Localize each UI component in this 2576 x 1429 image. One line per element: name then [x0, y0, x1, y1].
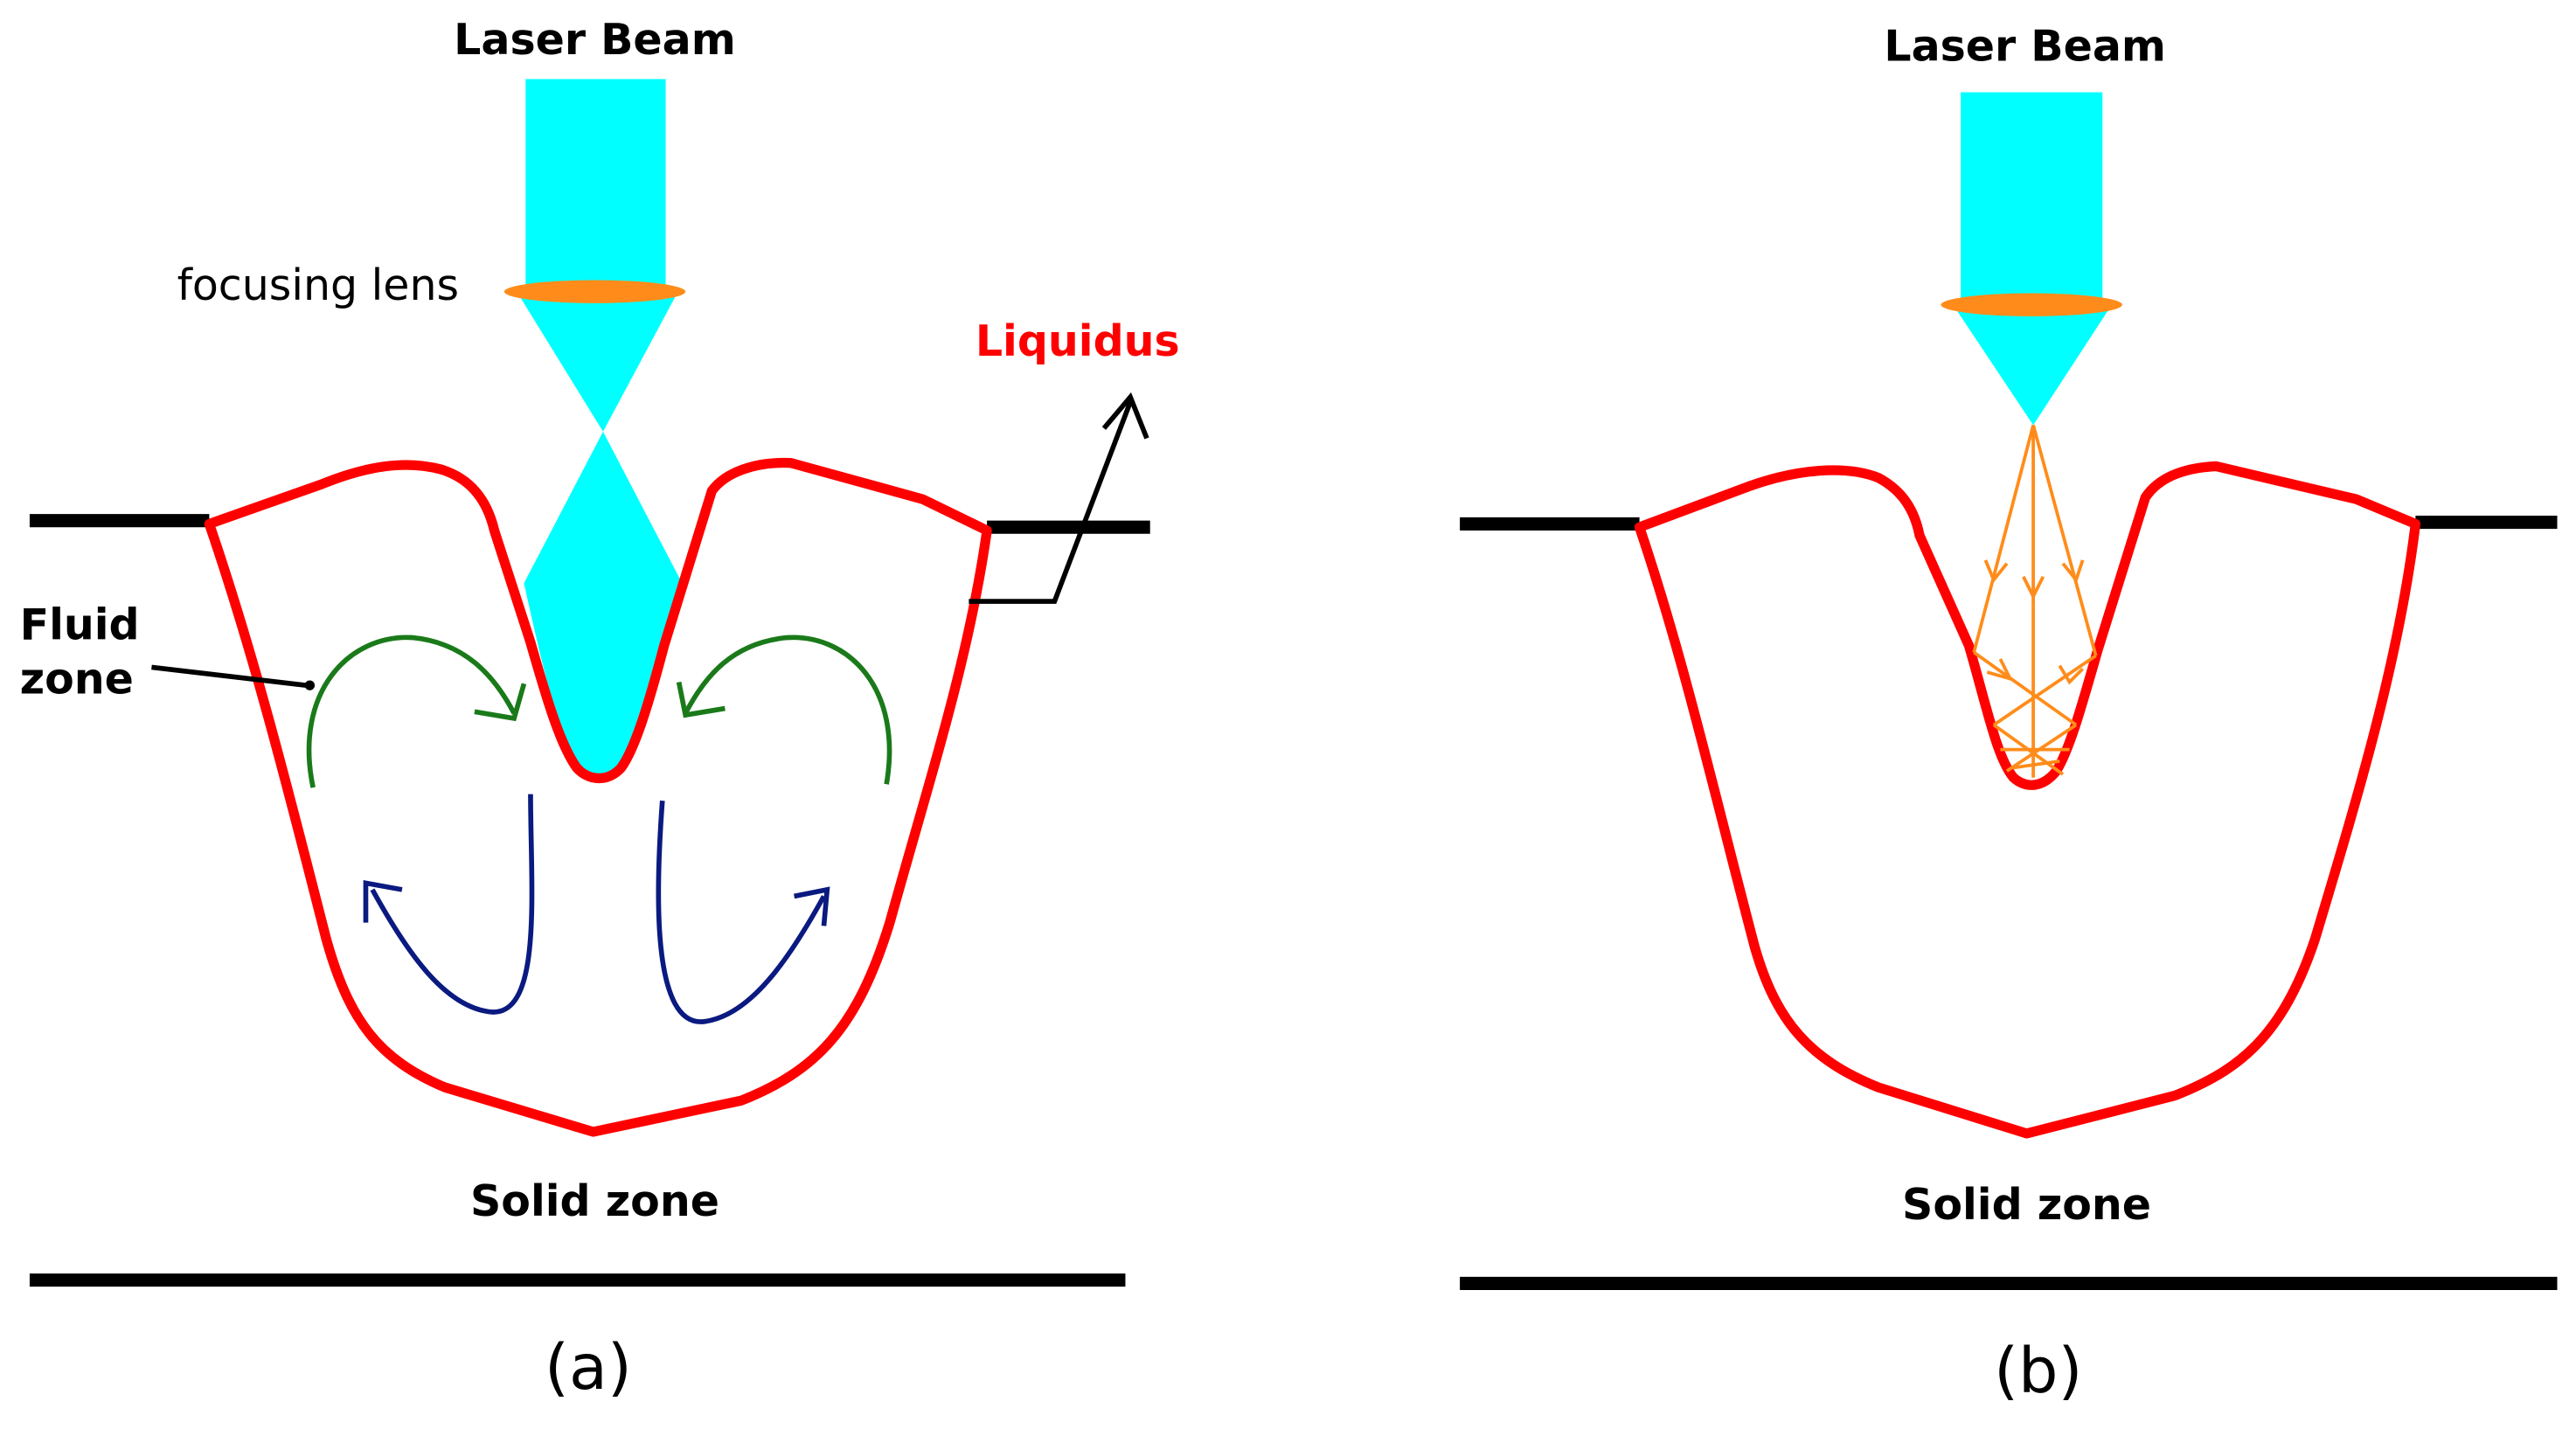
- fluid-zone-pointer-a: [151, 664, 307, 688]
- liquidus-boundary-a: [204, 457, 992, 1137]
- fluid-zone-label-line2-a: zone: [20, 655, 134, 704]
- surface-flow-arrow-right-a: [683, 635, 892, 785]
- bulk-flow-arrow-right-a: [656, 800, 826, 1024]
- liquidus-label-a: Liquidus: [976, 316, 1180, 366]
- bulk-flow-arrowhead-left-a: [363, 879, 403, 923]
- laser-beam-label-b: Laser Beam: [1884, 22, 2166, 72]
- solid-zone-label-a: Solid zone: [470, 1176, 719, 1226]
- laser-beam-cone-a: [516, 289, 679, 432]
- focusing-lens-b: [1941, 293, 2122, 316]
- focusing-lens-label-a: focusing lens: [177, 260, 459, 310]
- surface-flow-arrowhead-right-a: [676, 681, 726, 718]
- liquidus-pointer-head-a: [1101, 392, 1149, 440]
- fluid-zone-label-line1-a: Fluid: [20, 600, 140, 649]
- laser-beam-column-a: [525, 79, 666, 290]
- liquidus-boundary-b: [1634, 461, 2421, 1139]
- multiple-reflections-b: [1972, 424, 2098, 778]
- panel-a: Laser Beam focusing lens Liquidus Fluid …: [20, 15, 1180, 1404]
- bulk-flow-arrow-left-a: [370, 794, 535, 1015]
- solid-zone-label-b: Solid zone: [1902, 1180, 2151, 1230]
- fluid-zone-pointer-dot-a: [304, 680, 316, 690]
- caption-a: (a): [545, 1331, 632, 1404]
- surface-flow-arrow-left-a: [306, 635, 517, 788]
- panel-b: Laser Beam Solid zone (b): [1460, 22, 2558, 1407]
- focusing-lens-a: [503, 280, 686, 303]
- caption-b: (b): [1994, 1335, 2082, 1407]
- laser-beam-label-a: Laser Beam: [454, 15, 736, 65]
- surface-flow-arrowhead-left-a: [474, 683, 527, 722]
- laser-beam-keyhole-fill-a: [524, 431, 683, 782]
- laser-beam-cone-b: [1954, 306, 2111, 426]
- laser-beam-column-b: [1961, 92, 2103, 303]
- bulk-flow-arrowhead-right-a: [794, 886, 830, 926]
- liquidus-pointer-a: [969, 400, 1133, 604]
